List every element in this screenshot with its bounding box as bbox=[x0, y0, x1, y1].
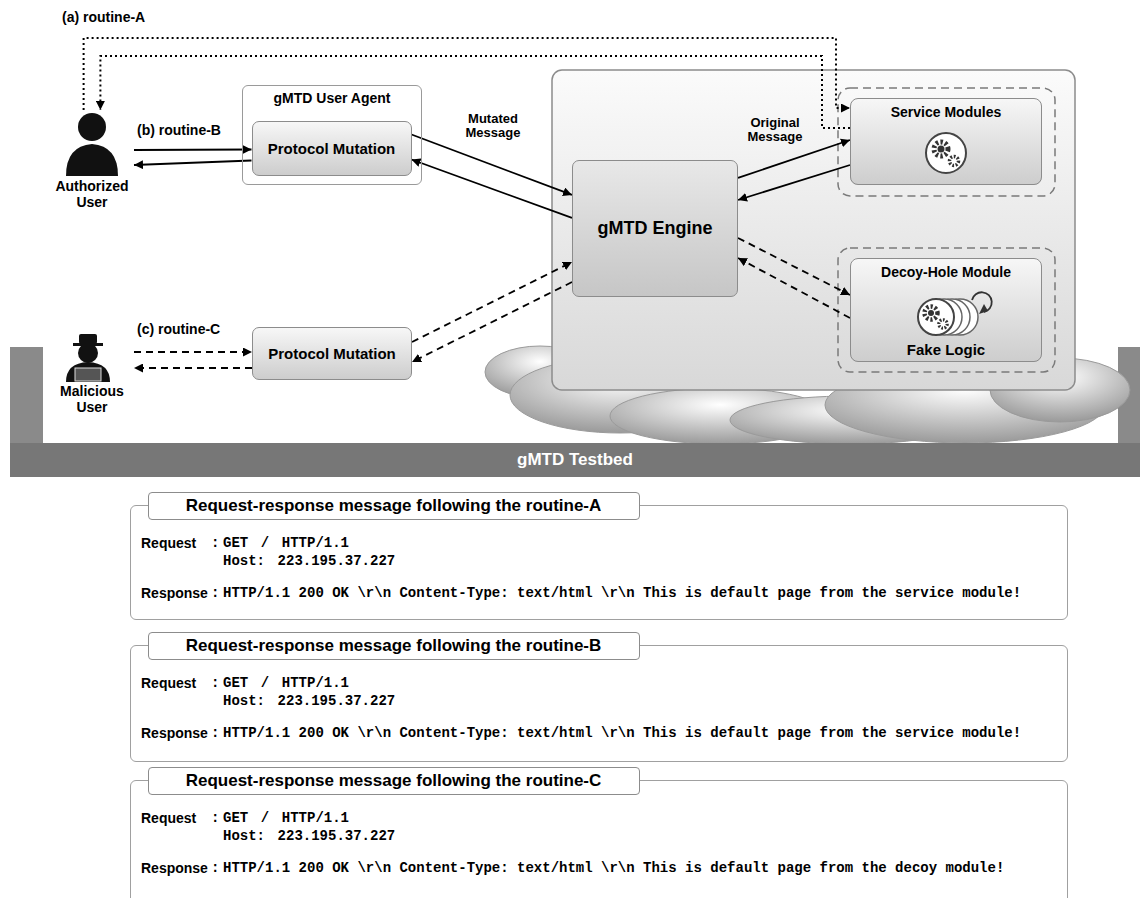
user-figure: Malicious User bbox=[50, 335, 134, 415]
gear-icon bbox=[934, 142, 948, 156]
user-body bbox=[66, 144, 118, 176]
node-text: HTTP/1.1 200 OK \r\n Content-Type: text/… bbox=[223, 584, 1021, 602]
node-text: gMTD Testbed bbox=[517, 450, 633, 470]
node-text: Response bbox=[141, 584, 208, 602]
user-figure: Authorized User bbox=[50, 110, 134, 210]
gear-icon bbox=[938, 146, 945, 153]
node-text: Decoy-Hole Module bbox=[881, 264, 1011, 280]
node-text: : bbox=[211, 584, 219, 602]
node-text: : bbox=[211, 859, 219, 877]
node-text: : bbox=[211, 809, 219, 827]
panel-heading: Request-response message following the r… bbox=[148, 492, 640, 520]
agent-box: gMTD User AgentProtocol Mutation bbox=[242, 85, 422, 185]
connector bbox=[412, 135, 573, 195]
node-text: GET / HTTP/1.1 Host: 223.195.37.227 bbox=[223, 674, 399, 710]
node-text: Protocol Mutation bbox=[268, 140, 396, 157]
attacker-hat bbox=[79, 334, 97, 344]
decoy-layer bbox=[918, 299, 954, 335]
node-text: Request bbox=[141, 534, 196, 552]
connector bbox=[134, 160, 252, 165]
node-text: : bbox=[211, 724, 219, 742]
message-panel: Request:GET / HTTP/1.1 Host: 223.195.37.… bbox=[130, 780, 1068, 898]
edge-label: (a) routine-A bbox=[62, 10, 145, 25]
edge-label: Original Message bbox=[740, 116, 810, 145]
module-fill bbox=[850, 258, 1042, 362]
connector bbox=[134, 149, 252, 151]
attacker-body bbox=[66, 362, 110, 382]
connector bbox=[412, 282, 572, 362]
gear-icon bbox=[928, 310, 934, 316]
process-box: Protocol Mutation bbox=[252, 121, 412, 176]
node-text: GET / HTTP/1.1 Host: 223.195.37.227 bbox=[223, 809, 399, 845]
gear-icon bbox=[950, 157, 959, 166]
connector bbox=[412, 159, 573, 217]
node-text: Service Modules bbox=[891, 104, 1002, 120]
connector bbox=[84, 38, 850, 110]
testbed-side bbox=[10, 347, 43, 443]
connector bbox=[738, 165, 850, 200]
module-box: Decoy-Hole ModuleFake Logic bbox=[850, 258, 1042, 362]
module-fill bbox=[850, 98, 1042, 185]
attacker-laptop bbox=[75, 368, 101, 381]
user-head bbox=[78, 113, 106, 141]
message-panel: Request:GET / HTTP/1.1 Host: 223.195.37.… bbox=[130, 645, 1068, 762]
node-text: Request-response message following the r… bbox=[186, 771, 602, 791]
connector bbox=[134, 351, 252, 353]
node-text: Request-response message following the r… bbox=[186, 496, 602, 516]
edge-label: (b) routine-B bbox=[137, 123, 221, 138]
message-panel: Request:GET / HTTP/1.1 Host: 223.195.37.… bbox=[130, 505, 1068, 620]
gear-icon bbox=[925, 307, 938, 320]
node-text: GET / HTTP/1.1 Host: 223.195.37.227 bbox=[223, 534, 399, 570]
edge-label: (c) routine-C bbox=[137, 322, 220, 337]
node-text: Request bbox=[141, 809, 196, 827]
gear-frame bbox=[926, 133, 966, 173]
node-text: Response bbox=[141, 859, 208, 877]
testbed-panel bbox=[552, 70, 1075, 390]
testbed-band: gMTD Testbed bbox=[10, 443, 1140, 477]
node-text: gMTD Engine bbox=[598, 218, 713, 239]
connector bbox=[134, 367, 252, 369]
gear-icon bbox=[939, 320, 947, 328]
panel-heading: Request-response message following the r… bbox=[148, 767, 640, 795]
node-text: HTTP/1.1 200 OK \r\n Content-Type: text/… bbox=[223, 724, 1021, 742]
connector bbox=[412, 262, 572, 342]
node-text: Request bbox=[141, 674, 196, 692]
node-text: HTTP/1.1 200 OK \r\n Content-Type: text/… bbox=[223, 859, 1004, 877]
module-box: Service Modules bbox=[850, 98, 1042, 185]
loop-arrowhead bbox=[979, 304, 988, 314]
node-text: Fake Logic bbox=[907, 341, 985, 358]
node-text: : bbox=[211, 674, 219, 692]
node-text: Response bbox=[141, 724, 208, 742]
panel-heading: Request-response message following the r… bbox=[148, 632, 640, 660]
module-region bbox=[838, 248, 1055, 372]
edge-label: Mutated Message bbox=[458, 112, 528, 141]
node-text: : bbox=[211, 534, 219, 552]
engine-box: gMTD Engine bbox=[572, 160, 738, 297]
connector bbox=[738, 258, 850, 318]
node-text: Request-response message following the r… bbox=[186, 636, 602, 656]
node-text: Protocol Mutation bbox=[268, 345, 396, 362]
connector bbox=[738, 140, 850, 178]
process-box: Protocol Mutation bbox=[252, 327, 412, 380]
node-text: Malicious User bbox=[50, 383, 134, 415]
node-text: gMTD User Agent bbox=[274, 90, 391, 106]
module-region bbox=[838, 88, 1055, 196]
node-text: Authorized User bbox=[50, 178, 134, 210]
